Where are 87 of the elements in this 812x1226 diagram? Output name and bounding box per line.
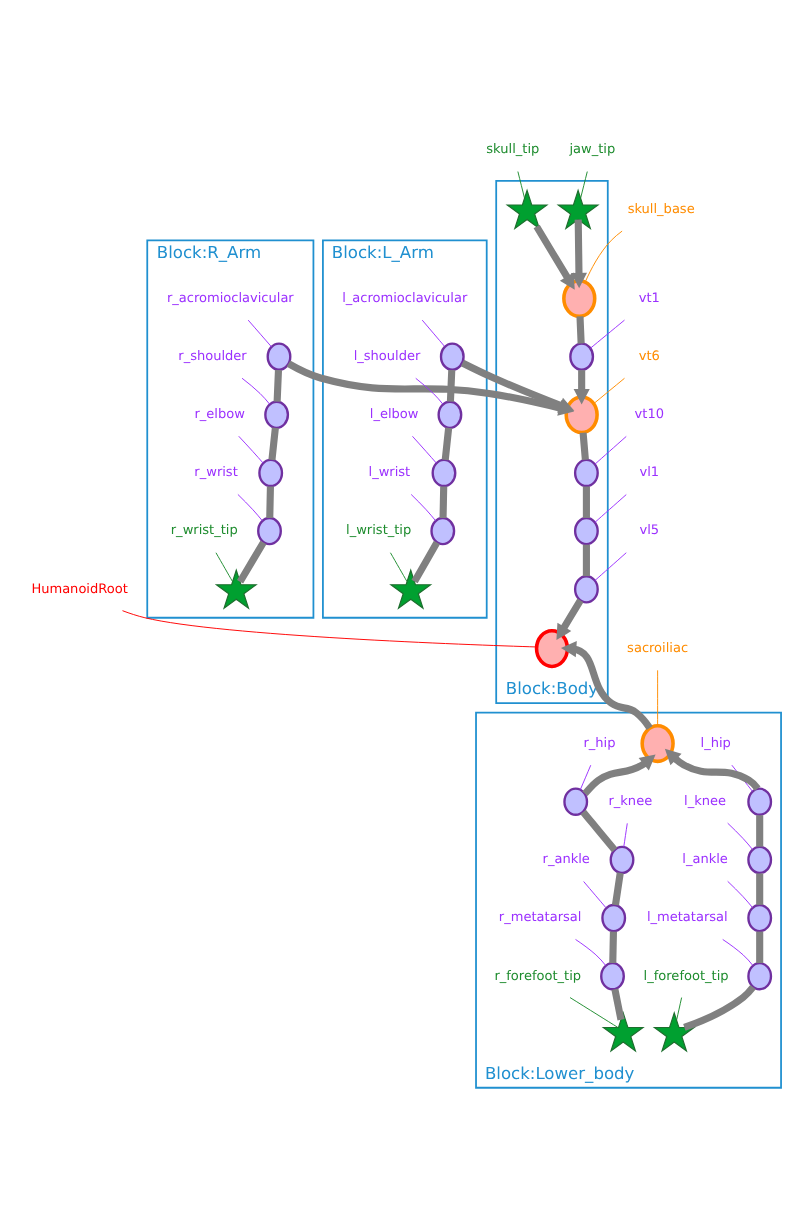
node-circle	[573, 458, 599, 488]
connector	[611, 872, 624, 906]
connector	[582, 486, 590, 518]
node-circle	[747, 845, 773, 875]
node-circle	[747, 787, 773, 816]
connector	[122, 610, 537, 648]
node-circle	[609, 845, 635, 875]
connector	[441, 427, 453, 461]
node-circle	[600, 961, 625, 991]
connector	[576, 316, 585, 344]
node-star	[556, 188, 600, 230]
connector	[237, 493, 263, 522]
node-star	[214, 568, 258, 610]
node-circle	[264, 400, 290, 430]
node-circle	[257, 516, 282, 546]
arrow	[460, 359, 575, 413]
node-circle	[562, 278, 597, 319]
node-circle	[534, 629, 570, 669]
arrow	[556, 598, 584, 641]
connector	[623, 822, 628, 848]
node-circle	[640, 723, 675, 764]
node-circle	[564, 395, 599, 435]
connector	[446, 370, 456, 402]
node-circle	[258, 458, 284, 488]
cluster: Block:Body	[495, 180, 609, 705]
connector	[389, 552, 408, 583]
connector	[594, 494, 627, 523]
connector	[582, 544, 590, 577]
connector	[756, 873, 764, 905]
connector	[727, 822, 753, 850]
connector	[722, 938, 754, 966]
connector	[273, 370, 283, 402]
connector	[247, 319, 272, 348]
node-circle	[266, 342, 292, 371]
node-circle	[431, 458, 457, 488]
connector	[657, 669, 659, 727]
connector	[266, 486, 274, 519]
connector	[241, 377, 271, 405]
connector	[575, 938, 607, 966]
connector	[580, 809, 618, 853]
connector	[756, 931, 764, 964]
connector	[579, 764, 592, 790]
node-circle	[563, 787, 589, 816]
connector	[594, 552, 627, 582]
node-circle	[601, 903, 627, 933]
node-circle	[747, 961, 773, 991]
node-star	[505, 188, 549, 230]
connector	[410, 493, 437, 522]
node-circle	[573, 575, 599, 604]
connector	[756, 815, 764, 847]
connector	[238, 435, 264, 464]
connector	[683, 984, 756, 1031]
node-circle	[747, 903, 773, 933]
arrow	[570, 219, 588, 289]
connector	[439, 486, 448, 519]
node-circle	[430, 516, 456, 546]
node-circle	[573, 516, 599, 546]
connector	[569, 997, 619, 1028]
node-circle	[569, 342, 595, 371]
node-circle	[437, 400, 463, 430]
arrow	[582, 754, 656, 797]
connector	[411, 540, 440, 584]
connector	[421, 319, 445, 347]
connector	[580, 171, 588, 199]
connector	[517, 171, 525, 199]
connector	[594, 435, 627, 465]
connector	[579, 432, 589, 461]
connector	[415, 377, 444, 405]
connector	[590, 319, 625, 349]
connector	[676, 997, 683, 1021]
arrow	[560, 641, 653, 730]
connector	[237, 540, 267, 584]
connector	[611, 988, 625, 1021]
node-star	[652, 1011, 696, 1053]
connector	[609, 931, 617, 964]
connector	[215, 552, 234, 583]
connector	[583, 881, 607, 909]
connector	[412, 435, 437, 464]
connector	[727, 880, 753, 909]
connector	[268, 427, 279, 461]
node-star	[601, 1011, 645, 1053]
node-circle	[439, 342, 465, 371]
arrow	[573, 370, 590, 405]
arrow	[533, 224, 575, 290]
node-star	[389, 568, 433, 610]
connector	[593, 377, 625, 404]
connector	[584, 230, 623, 283]
